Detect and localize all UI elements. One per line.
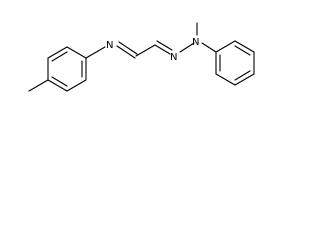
bond-methyl-ring	[28, 79, 49, 92]
bond-ch-ch	[135, 44, 156, 57]
bond-ring1-f	[47, 79, 68, 92]
atom-n-methyl: N	[192, 37, 199, 48]
bond-ring1-double-3	[51, 76, 68, 87]
bond-ring1-double-1	[51, 51, 68, 62]
bond-ring2-double-2	[234, 70, 251, 81]
structure-canvas: N N N	[0, 0, 288, 113]
molecule-diagram: N N N	[28, 22, 255, 92]
bond-n-imine-ch-a	[116, 45, 136, 59]
bond-ring2-f	[215, 40, 236, 53]
bond-n-n	[179, 42, 195, 53]
bond-ring1-c	[66, 46, 87, 59]
bond-n-phenyl	[201, 42, 217, 53]
bond-n-imine-ch-b	[118, 41, 138, 55]
atom-n-imine: N	[106, 40, 113, 51]
bond-ring-n-imine	[85, 46, 106, 59]
bond-ring2-c	[234, 73, 255, 86]
bond-ring1-e	[66, 79, 87, 92]
bond-ring2-b	[215, 73, 236, 86]
bond-ring2-double-3	[234, 45, 251, 56]
atom-n-hydrazone: N	[170, 52, 177, 63]
bond-ch-n-hydrazone-b	[156, 40, 173, 51]
bond-ring2-e	[234, 40, 255, 53]
bond-ring1-b	[47, 46, 68, 59]
bond-ch-n-hydrazone-a	[154, 44, 171, 55]
